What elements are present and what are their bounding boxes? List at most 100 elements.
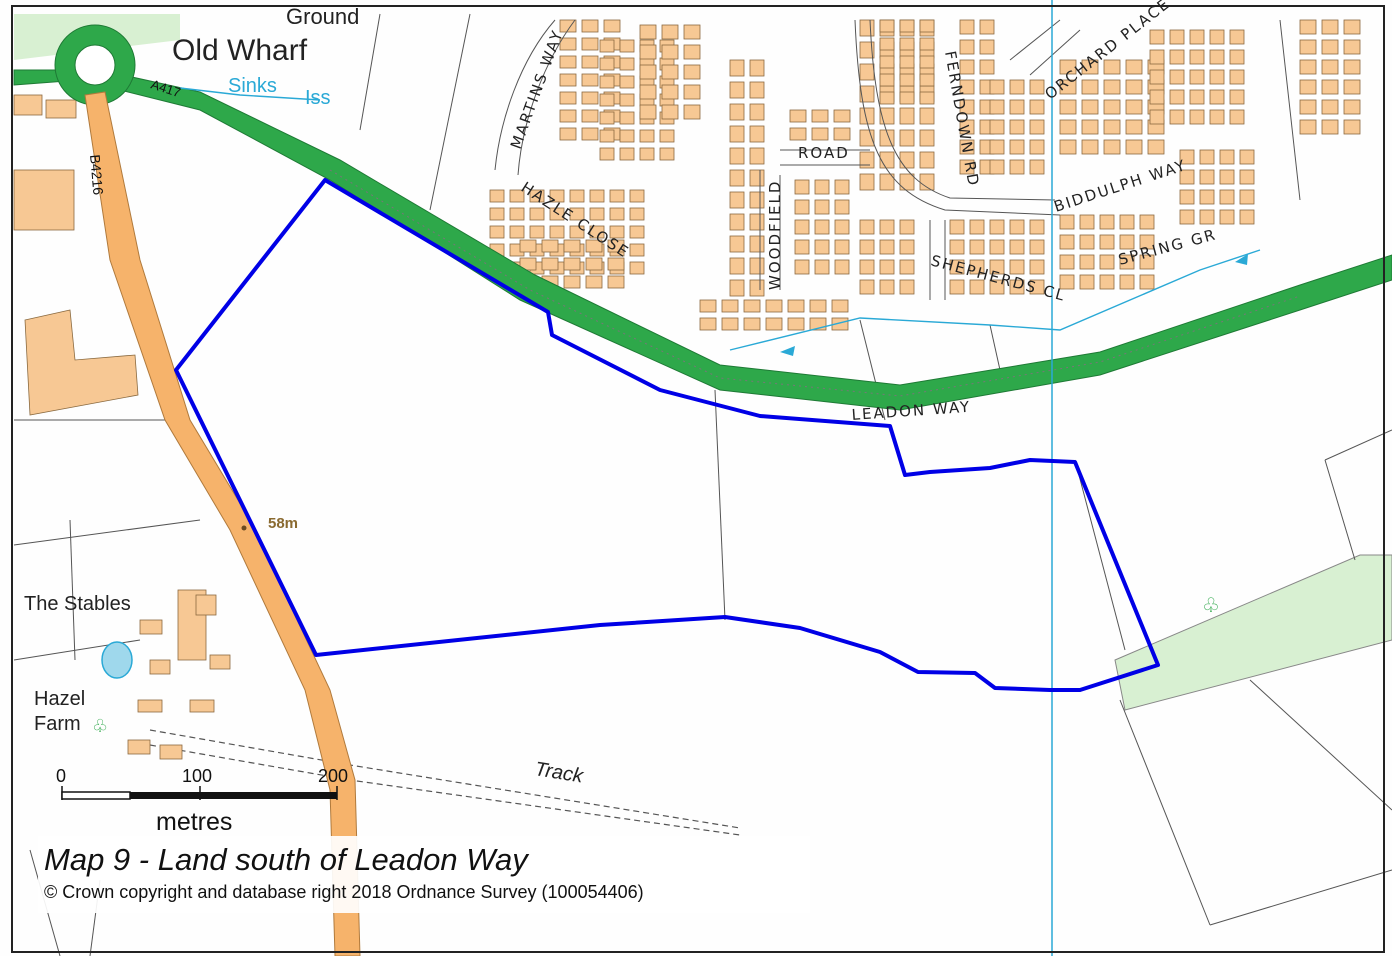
roundabout-centre [74, 44, 116, 86]
house [1119, 254, 1135, 270]
house [834, 219, 850, 235]
house [639, 129, 655, 143]
house [814, 259, 830, 275]
house [949, 239, 965, 255]
house [619, 147, 635, 161]
house [619, 111, 635, 125]
house [589, 207, 605, 221]
house [729, 191, 745, 209]
house [899, 219, 915, 235]
house [1125, 99, 1143, 115]
house [549, 207, 565, 221]
map-frame [11, 5, 1385, 953]
house [489, 225, 505, 239]
house [639, 24, 657, 40]
house [859, 239, 875, 255]
house [1229, 109, 1245, 125]
house [1029, 99, 1045, 115]
house [1169, 29, 1185, 45]
scale-tick-0: 0 [56, 766, 67, 786]
house [529, 189, 545, 203]
house [859, 41, 875, 59]
house [989, 79, 1005, 95]
house [959, 159, 975, 175]
house [509, 189, 525, 203]
house [1299, 119, 1317, 135]
house [749, 257, 765, 275]
house [833, 127, 851, 141]
house [899, 239, 915, 255]
house [559, 55, 577, 69]
house [619, 39, 635, 53]
house [749, 169, 765, 187]
house [1009, 239, 1025, 255]
house [549, 225, 565, 239]
b4216-road [84, 91, 361, 956]
house [1209, 109, 1225, 125]
house [609, 189, 625, 203]
house [859, 85, 875, 103]
house [1081, 59, 1099, 75]
house [1081, 139, 1099, 155]
house [619, 93, 635, 107]
house [1079, 214, 1095, 230]
house [729, 147, 745, 165]
house [919, 151, 935, 169]
house [581, 127, 599, 141]
house [859, 107, 875, 125]
house [639, 84, 657, 100]
house [989, 259, 1005, 275]
house [969, 279, 985, 295]
house [581, 109, 599, 123]
label-road: ROAD [798, 144, 850, 162]
house [721, 299, 739, 313]
house [1125, 59, 1143, 75]
house [661, 84, 679, 100]
house [1009, 79, 1025, 95]
house [814, 199, 830, 215]
house [1059, 79, 1077, 95]
house [1009, 259, 1025, 275]
house [629, 261, 645, 275]
house [969, 259, 985, 275]
house [814, 179, 830, 195]
house [1103, 59, 1121, 75]
house [969, 219, 985, 235]
house [787, 299, 805, 313]
house [949, 279, 965, 295]
house [749, 59, 765, 77]
house [1139, 254, 1155, 270]
house [989, 119, 1005, 135]
house [1147, 139, 1165, 155]
house [959, 39, 975, 55]
house [729, 103, 745, 121]
house [1189, 29, 1205, 45]
house [729, 235, 745, 253]
house [859, 173, 875, 191]
house [659, 129, 675, 143]
house [879, 219, 895, 235]
house [1103, 99, 1121, 115]
house [1299, 19, 1317, 35]
house [1079, 274, 1095, 290]
house [559, 91, 577, 105]
house [1321, 39, 1339, 55]
house [879, 37, 895, 51]
house [585, 275, 603, 289]
house [541, 257, 559, 271]
house [787, 317, 805, 331]
house [765, 317, 783, 331]
house [629, 243, 645, 257]
house [639, 64, 657, 80]
house [1229, 69, 1245, 85]
house [1169, 89, 1185, 105]
house [609, 207, 625, 221]
house [899, 19, 915, 33]
house [1343, 19, 1361, 35]
house [629, 189, 645, 203]
house [834, 179, 850, 195]
house [949, 219, 965, 235]
house [585, 257, 603, 271]
house [589, 225, 605, 239]
house [859, 219, 875, 235]
